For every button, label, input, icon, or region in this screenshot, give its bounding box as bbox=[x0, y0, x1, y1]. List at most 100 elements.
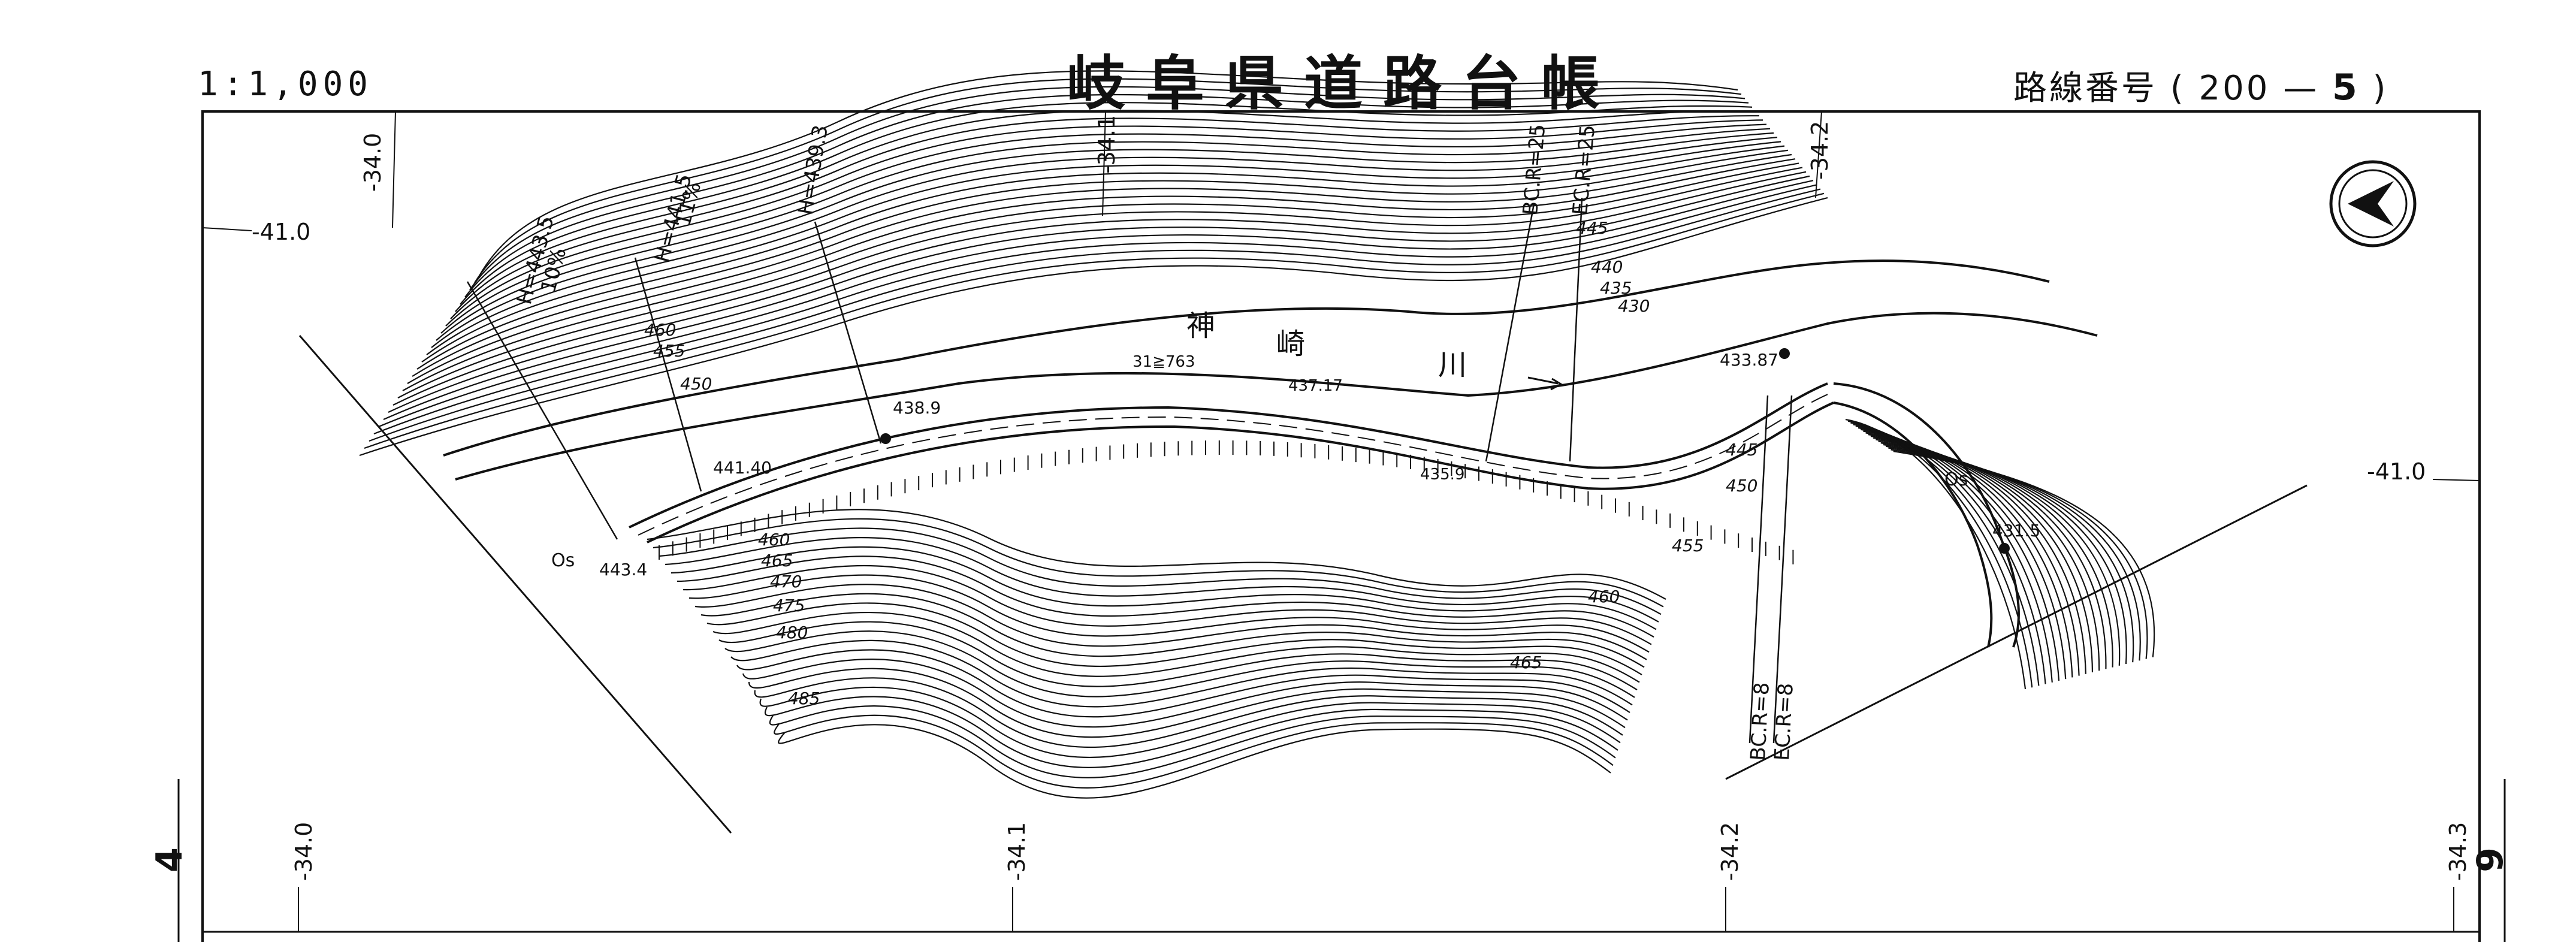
contour-label-460-north: 460 bbox=[644, 320, 676, 340]
spot-os-1: Os bbox=[551, 550, 575, 571]
contour-label-460-east: 460 bbox=[1588, 587, 1620, 606]
north-arrow-icon bbox=[2329, 160, 2417, 247]
contour-line-north bbox=[469, 86, 1745, 291]
contour-line-north bbox=[397, 162, 1799, 398]
grid-tick-right-41-0 bbox=[2432, 479, 2480, 481]
grid-label-bottom-34-1: -34.1 bbox=[1004, 822, 1030, 881]
contour-line-north bbox=[359, 197, 1828, 457]
contour-line-south bbox=[647, 509, 1666, 600]
contour-label-450-north: 450 bbox=[680, 374, 712, 394]
grid-tick-left-41-0 bbox=[202, 227, 252, 231]
label-bc8: BC.R=8 bbox=[1746, 682, 1774, 762]
contour-line-north bbox=[369, 188, 1821, 442]
contour-line-south bbox=[682, 565, 1652, 645]
map-scale: 1:1,000 bbox=[198, 65, 373, 104]
contour-line-north bbox=[402, 158, 1796, 391]
river-name-char-3: 川 bbox=[1438, 348, 1467, 382]
contour-line-south bbox=[665, 537, 1659, 623]
contour-line-south bbox=[671, 546, 1657, 630]
contour-label-430-river: 430 bbox=[1618, 296, 1650, 316]
contour-line-north bbox=[412, 149, 1789, 377]
contour-line-south bbox=[742, 659, 1628, 728]
grid-label-top-34-1: -34.1 bbox=[1094, 115, 1120, 174]
grid-label-bottom-34-2: -34.2 bbox=[1717, 822, 1743, 881]
contour-line-south bbox=[653, 518, 1664, 608]
river-name-char-2: 崎 bbox=[1276, 327, 1305, 361]
grid-label-bottom-34-0: -34.0 bbox=[291, 822, 317, 881]
contour-line-north bbox=[474, 78, 1742, 283]
contour-line-south bbox=[712, 612, 1640, 683]
label-ec25: EC.R=25 bbox=[1568, 123, 1600, 216]
contour-label-480-south: 480 bbox=[776, 623, 808, 642]
contour-line-north bbox=[388, 171, 1807, 413]
spot-44140: 441.40 bbox=[713, 458, 772, 478]
contour-line-south bbox=[769, 705, 1616, 778]
spot-31763: 31≧763 bbox=[1133, 353, 1195, 371]
contour-line-north bbox=[479, 70, 1738, 276]
contour-line-north bbox=[460, 102, 1753, 305]
contour-line-south bbox=[765, 696, 1618, 768]
grid-tick-top-34-0 bbox=[392, 111, 396, 228]
contour-line-north bbox=[416, 145, 1785, 370]
contour-line-north bbox=[426, 137, 1778, 355]
contour-line-south bbox=[730, 639, 1633, 708]
river-name-char-1: 神 bbox=[1186, 309, 1215, 343]
route-open-paren: ( bbox=[2170, 69, 2186, 108]
label-ec8: EC.R=8 bbox=[1770, 683, 1798, 762]
spot-4389: 438.9 bbox=[893, 398, 941, 418]
contour-line-north bbox=[373, 184, 1817, 435]
benchmark-point-4315 bbox=[1999, 543, 2010, 554]
contour-label-465-south: 465 bbox=[761, 551, 793, 570]
road-edge-east-curve-inner bbox=[1833, 401, 1993, 648]
road-edge-north bbox=[629, 382, 1828, 529]
contour-line-east bbox=[1888, 447, 2141, 661]
section-line-h4393 bbox=[814, 221, 882, 444]
contour-line-south bbox=[718, 621, 1638, 691]
road-edge-east-curve bbox=[1833, 382, 2020, 648]
spot-4315: 431.5 bbox=[1992, 521, 2040, 541]
river-flow-arrowhead bbox=[1550, 378, 1563, 391]
contour-line-south bbox=[724, 630, 1635, 698]
contour-line-south bbox=[778, 724, 1611, 799]
road-centerline bbox=[638, 393, 1831, 536]
contour-label-470-south: 470 bbox=[770, 572, 802, 591]
contour-line-north bbox=[436, 128, 1771, 341]
contour-lines-east bbox=[1845, 418, 2155, 690]
spot-43717: 437.17 bbox=[1288, 377, 1343, 395]
spot-os-2: Os bbox=[1944, 469, 1968, 490]
contour-line-south bbox=[659, 527, 1662, 615]
contour-label-450-east: 450 bbox=[1726, 476, 1757, 496]
grid-label-left-41-0: -41.0 bbox=[252, 219, 310, 245]
contour-line-south bbox=[736, 649, 1630, 718]
contour-line-north bbox=[378, 180, 1814, 428]
grid-label-top-34-2: -34.2 bbox=[1807, 121, 1833, 180]
contour-line-north bbox=[450, 115, 1760, 319]
section-line-h4435 bbox=[466, 281, 618, 540]
contour-line-south bbox=[748, 668, 1626, 738]
route-number: 路線番号 ( 200 — 5 ) bbox=[2013, 61, 2388, 110]
river-flow-arrow bbox=[1527, 376, 1559, 385]
route-dash: — bbox=[2283, 69, 2320, 108]
contour-line-north bbox=[455, 110, 1756, 312]
contour-line-east bbox=[1850, 422, 2040, 686]
contour-label-445-river: 445 bbox=[1576, 218, 1608, 238]
section-line-bc8 bbox=[1748, 395, 1769, 744]
benchmark-point-43387 bbox=[1779, 348, 1790, 359]
sheet-number: 5 bbox=[2332, 67, 2360, 108]
contour-line-south bbox=[759, 686, 1621, 759]
contour-line-south bbox=[677, 555, 1654, 638]
contour-line-north bbox=[440, 123, 1767, 334]
route-number-value: 200 bbox=[2198, 69, 2270, 108]
contour-line-south bbox=[754, 677, 1623, 748]
contour-label-465-east: 465 bbox=[1510, 653, 1542, 672]
contour-lines-north bbox=[359, 70, 1828, 457]
spot-43387: 433.87 bbox=[1720, 350, 1778, 370]
spot-4434: 443.4 bbox=[599, 560, 647, 579]
contour-line-east bbox=[1858, 427, 2060, 681]
contour-label-455-north: 455 bbox=[653, 341, 685, 361]
contour-line-north bbox=[421, 141, 1781, 363]
contour-label-460-south: 460 bbox=[758, 530, 790, 550]
contour-line-north bbox=[464, 93, 1749, 298]
contour-line-south bbox=[700, 593, 1645, 668]
contour-label-485-south: 485 bbox=[788, 689, 820, 708]
